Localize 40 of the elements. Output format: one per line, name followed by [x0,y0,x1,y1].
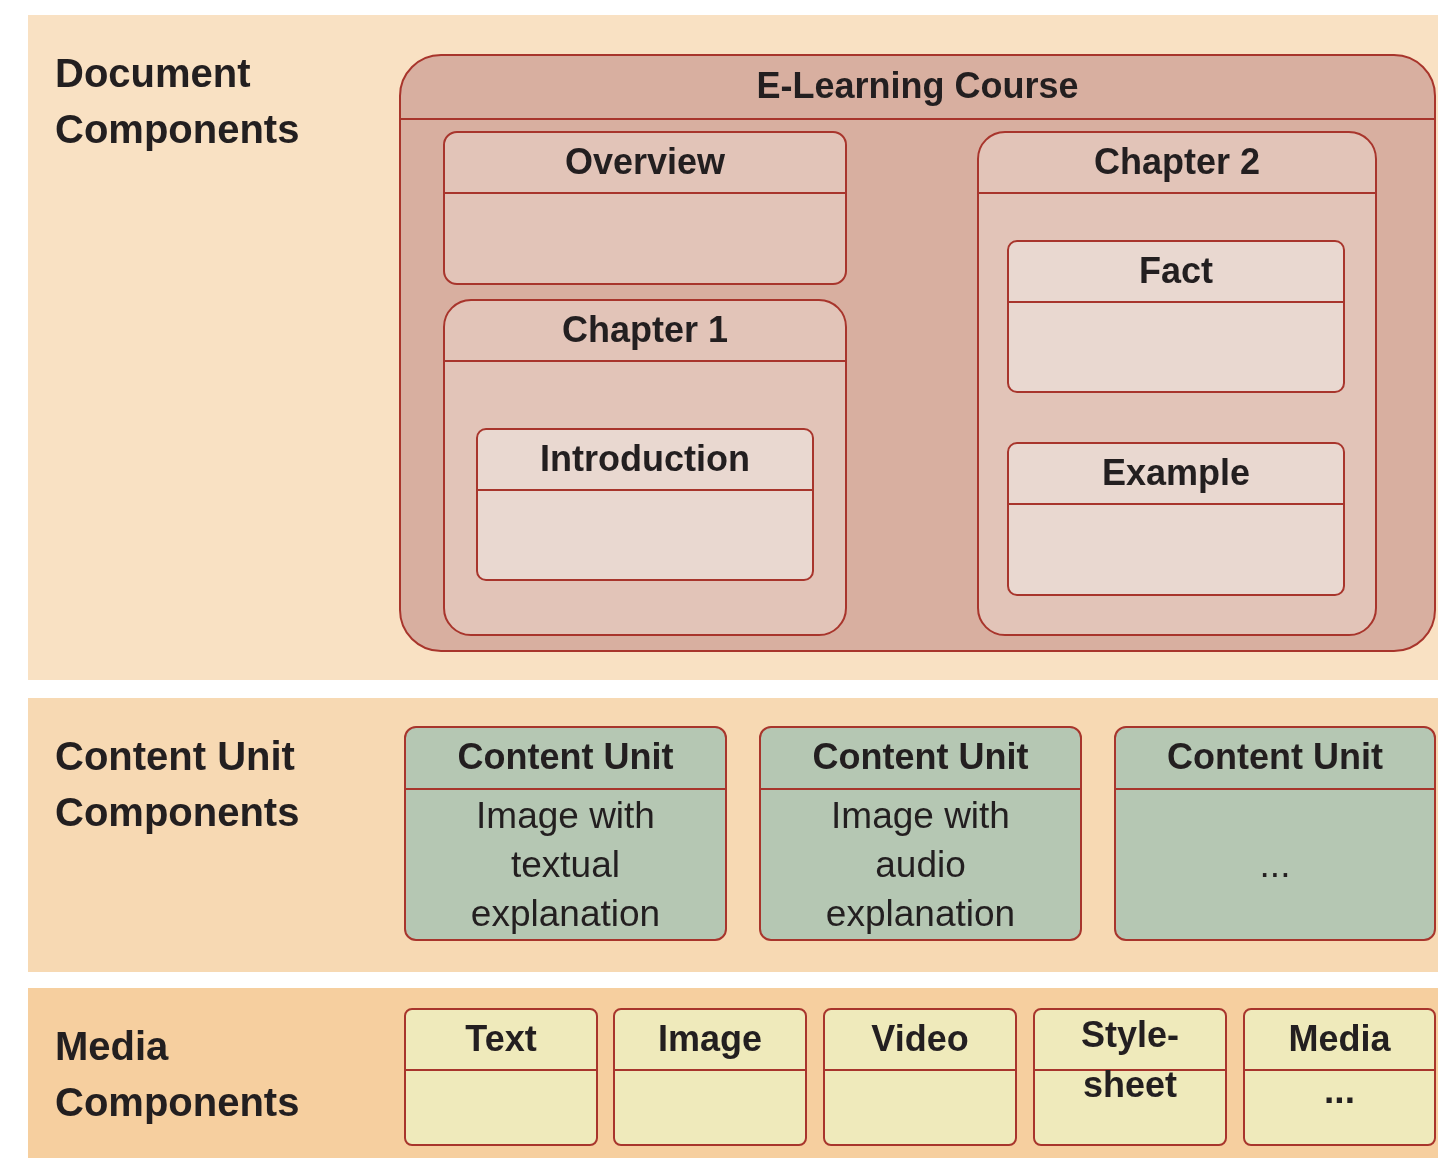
section-heading: Media Components [55,1023,301,1126]
box-title: Text [465,1017,537,1061]
container-box [443,299,847,636]
container-box [443,131,847,285]
box-body: Image with audio explanation [824,794,1017,936]
section-band [28,698,1438,972]
box-title: Chapter 2 [1093,140,1260,184]
box-title: Content Unit [1167,735,1383,779]
container-box [823,1008,1017,1146]
container-box [1243,1008,1436,1146]
box-body: ... [1259,843,1291,887]
container-box [759,726,1082,941]
box-body: Image with textual explanation [469,794,662,936]
box-title: Content Unit [457,735,674,779]
box-title: Media [1288,1017,1391,1061]
container-box [404,726,727,941]
box-body: ... [1324,1068,1355,1113]
container-box [399,54,1436,652]
container-box [1007,442,1345,596]
box-title: Image [657,1017,762,1061]
box-title: Overview [564,140,726,184]
box-title: Style-sheet [1079,1013,1180,1107]
container-box [1114,726,1436,941]
section-band [28,988,1438,1158]
box-title: E-Learning Course [756,64,1079,108]
container-box [404,1008,598,1146]
box-title: Content Unit [812,735,1029,779]
container-box [476,428,814,581]
container-box [977,131,1377,636]
box-title: Example [1101,451,1251,495]
box-title: Chapter 1 [561,308,728,352]
box-title: Introduction [540,437,750,481]
container-box [1033,1008,1227,1146]
section-heading: Content Unit Components [55,733,301,836]
box-title: Fact [1139,249,1213,293]
section-band [28,15,1438,680]
section-heading: Document Components [55,50,301,153]
container-box [1007,240,1345,393]
box-title: Video [871,1017,969,1061]
container-box [613,1008,807,1146]
